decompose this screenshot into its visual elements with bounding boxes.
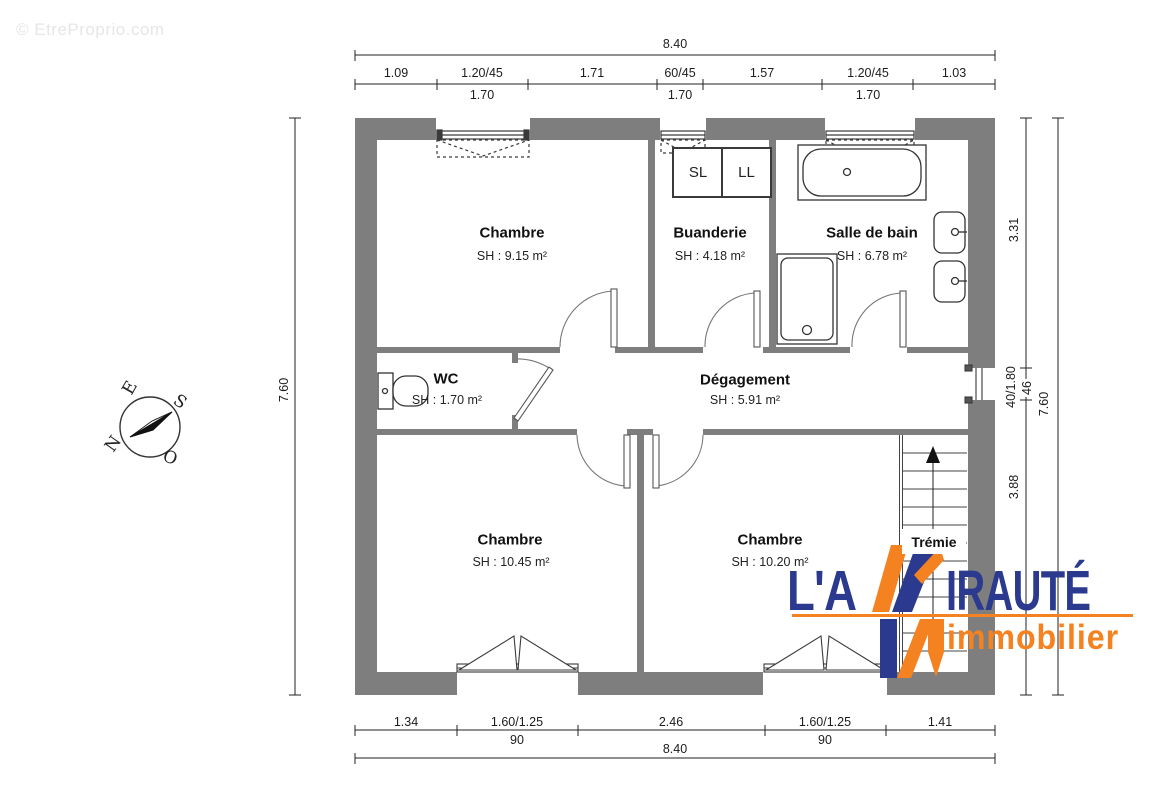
dimension-lines	[289, 50, 1064, 764]
wall-exterior-right	[968, 118, 995, 695]
window-icon	[763, 635, 887, 673]
logo-m-icon	[872, 545, 944, 678]
wall-interior	[648, 140, 655, 347]
door-icon	[513, 288, 907, 489]
dim-right-total: 7.60	[1037, 389, 1051, 419]
dim-bottom-seg: 1.60/1.25	[490, 715, 544, 729]
dim-bottom-seg: 1.34	[393, 715, 419, 729]
dim-bottom-sub: 90	[510, 733, 524, 747]
room-label-chambre-1: Chambre	[479, 224, 545, 242]
dim-top-seg: 1.20/45	[461, 66, 503, 80]
stair-up-arrow-icon	[926, 446, 940, 463]
watermark: © EtreProprio.com	[16, 20, 165, 39]
wall-interior	[763, 347, 850, 353]
compass-icon	[119, 396, 181, 458]
dim-top-seg: 60/45	[664, 66, 696, 80]
wall-exterior-left	[355, 118, 377, 695]
sink-icon	[933, 211, 967, 303]
room-label-salle-de-bain: Salle de bain	[826, 224, 918, 242]
window-icon	[964, 364, 983, 404]
dryer-box: SL	[672, 147, 724, 198]
dim-top-seg: 1.09	[383, 66, 409, 80]
room-label-degagement: Dégagement	[699, 371, 791, 389]
wall-interior	[615, 347, 703, 353]
dim-bottom-sub: 90	[818, 733, 832, 747]
dim-top-sub: 1.70	[855, 88, 881, 102]
dim-bottom-total: 8.40	[662, 742, 688, 756]
shower-icon	[776, 253, 838, 345]
room-label-wc: WC	[433, 370, 459, 388]
room-label-chambre-2: Chambre	[477, 531, 543, 549]
window-opening	[763, 672, 887, 695]
logo-text-part3: immobilier	[947, 618, 1120, 657]
room-area-chambre-2: SH : 10.45 m²	[472, 555, 550, 569]
room-label-buanderie: Buanderie	[673, 224, 747, 242]
wall-interior	[377, 347, 560, 353]
logo-text-part1: L'A	[787, 559, 857, 623]
dim-top-seg: 1.71	[579, 66, 605, 80]
wall-interior	[637, 429, 644, 672]
bathtub-icon	[797, 144, 927, 201]
dim-top-sub: 1.70	[469, 88, 495, 102]
dim-bottom-seg: 1.41	[927, 715, 953, 729]
room-area-salle-de-bain: SH : 6.78 m²	[836, 249, 908, 263]
logo-underline	[792, 614, 1133, 617]
dim-left-total: 7.60	[277, 375, 291, 405]
window-opening	[457, 672, 578, 695]
dim-right-seg: 40/1.80	[1004, 364, 1018, 410]
toilet-icon	[377, 372, 429, 410]
washer-box: LL	[721, 147, 772, 198]
wall-interior	[769, 140, 776, 347]
wall-interior	[703, 429, 968, 435]
room-area-chambre-1: SH : 9.15 m²	[476, 249, 548, 263]
dim-top-seg: 1.20/45	[847, 66, 889, 80]
room-label-tremie: Trémie	[902, 529, 966, 554]
dim-top-seg: 1.57	[749, 66, 775, 80]
room-area-buanderie: SH : 4.18 m²	[674, 249, 746, 263]
wall-interior	[512, 347, 518, 363]
room-area-degagement: SH : 5.91 m²	[709, 393, 781, 407]
room-area-wc: SH : 1.70 m²	[411, 393, 483, 407]
wall-interior	[907, 347, 968, 353]
window-icon	[436, 129, 530, 158]
wall-interior	[512, 415, 518, 435]
dim-right-seg: 3.88	[1007, 472, 1021, 502]
dim-right-seg: 3.31	[1007, 215, 1021, 245]
wall-interior	[377, 429, 577, 435]
window-icon	[456, 635, 579, 673]
dim-bottom-seg: 1.60/1.25	[798, 715, 852, 729]
dim-right-seg: 46	[1020, 379, 1034, 397]
dim-top-seg: 1.03	[941, 66, 967, 80]
dim-bottom-seg: 2.46	[658, 715, 684, 729]
room-area-chambre-3: SH : 10.20 m²	[731, 555, 809, 569]
logo-text-part2: IRAUTÉ	[946, 559, 1091, 623]
room-label-chambre-3: Chambre	[737, 531, 803, 549]
dim-top-sub: 1.70	[667, 88, 693, 102]
dim-top-total: 8.40	[662, 37, 688, 51]
